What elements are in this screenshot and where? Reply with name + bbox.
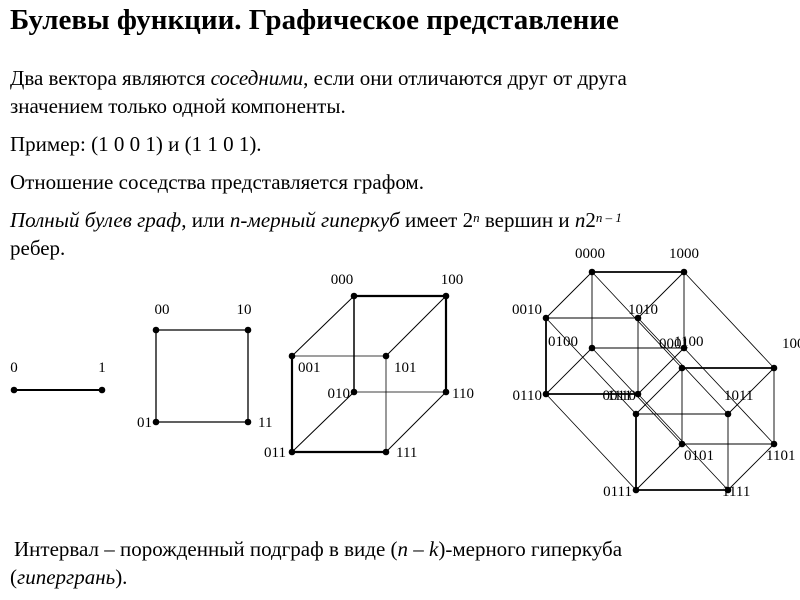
vertex (244, 326, 252, 334)
vertex (10, 386, 18, 394)
vertex-label: 0 (10, 360, 18, 376)
edge (545, 317, 637, 415)
edge (635, 367, 683, 415)
vertex (152, 326, 160, 334)
vertex (770, 440, 778, 448)
vertex (632, 410, 640, 418)
edge (727, 367, 775, 415)
vertex (724, 410, 732, 418)
vertex (680, 344, 688, 352)
relation-text: Отношение соседства представляется графо… (10, 170, 424, 194)
vertex (632, 486, 640, 494)
vertex (724, 486, 732, 494)
vertex-label: 0111 (603, 484, 632, 500)
edge (683, 271, 775, 369)
vertex (634, 390, 642, 398)
vertex (442, 388, 450, 396)
vertex-label: 1011 (724, 388, 753, 404)
vertex-label: 0010 (512, 302, 542, 318)
edge (385, 295, 447, 357)
vertex-label: 1100 (674, 334, 703, 350)
vertex-label: 111 (396, 445, 417, 461)
vertex-label: 101 (394, 360, 417, 376)
vertex (152, 418, 160, 426)
edge (683, 347, 775, 445)
vertex-label: 0000 (575, 246, 605, 262)
adjacency-definition: Два вектора являются соседними, если они… (10, 66, 627, 90)
vertex (542, 314, 550, 322)
vertex-label: 0100 (548, 334, 578, 350)
vertex (288, 448, 296, 456)
edge (545, 347, 593, 395)
vertex-label: 1010 (628, 302, 658, 318)
vertex-label: 110 (452, 386, 474, 402)
edge (545, 271, 593, 319)
vertex (770, 364, 778, 372)
slide-title: Булевы функции. Графическое представлени… (10, 4, 619, 36)
edge (291, 295, 355, 357)
vertex-label: 010 (328, 386, 351, 402)
vertex (382, 352, 390, 360)
adjacency-definition-line2: значением только одной компоненты. (10, 94, 346, 118)
vertex (678, 364, 686, 372)
interval-definition: Интервал – порожденный подграф в виде (n… (14, 537, 623, 561)
vertex-label: 00 (155, 302, 170, 318)
vertex (288, 352, 296, 360)
vertex-label: 1110 (607, 388, 636, 404)
vertex-label: 1101 (766, 448, 795, 464)
vertex-label: 001 (298, 360, 321, 376)
hypercube-definition-line2: ребер. (10, 236, 66, 260)
vertex (680, 268, 688, 276)
vertex-label: 11 (258, 415, 272, 431)
edge (635, 443, 683, 491)
vertex-label: 1000 (669, 246, 699, 262)
vertex (634, 314, 642, 322)
vertex-label: 1 (98, 360, 106, 376)
vertex-label: 01 (137, 415, 152, 431)
vertex (588, 268, 596, 276)
vertex-label: 0011 (603, 388, 632, 404)
edge (637, 271, 685, 319)
example-text: Пример: (1 0 0 1) и (1 1 0 1). (10, 132, 262, 156)
vertex-label: 100 (441, 272, 464, 288)
edge (637, 347, 685, 395)
vertex-label: 0101 (684, 448, 714, 464)
edge (727, 443, 775, 491)
vertex-label: 0001 (659, 336, 689, 352)
vertex-label: 0110 (513, 388, 542, 404)
vertex-label: 10 (237, 302, 252, 318)
vertex-label: 000 (331, 272, 354, 288)
vertex (588, 344, 596, 352)
vertex (350, 388, 358, 396)
vertex (542, 390, 550, 398)
vertex (98, 386, 106, 394)
edge (545, 393, 637, 491)
vertex-label: 1111 (722, 484, 750, 500)
interval-definition-line2: (гипергрань). (10, 565, 128, 589)
vertex (678, 440, 686, 448)
vertex (382, 448, 390, 456)
vertex (350, 292, 358, 300)
vertex-label: 011 (264, 445, 286, 461)
vertex (244, 418, 252, 426)
edge (385, 391, 447, 453)
edge (291, 391, 355, 453)
vertex (442, 292, 450, 300)
hypercube-definition: Полный булев граф, или n-мерный гиперкуб… (10, 208, 622, 232)
